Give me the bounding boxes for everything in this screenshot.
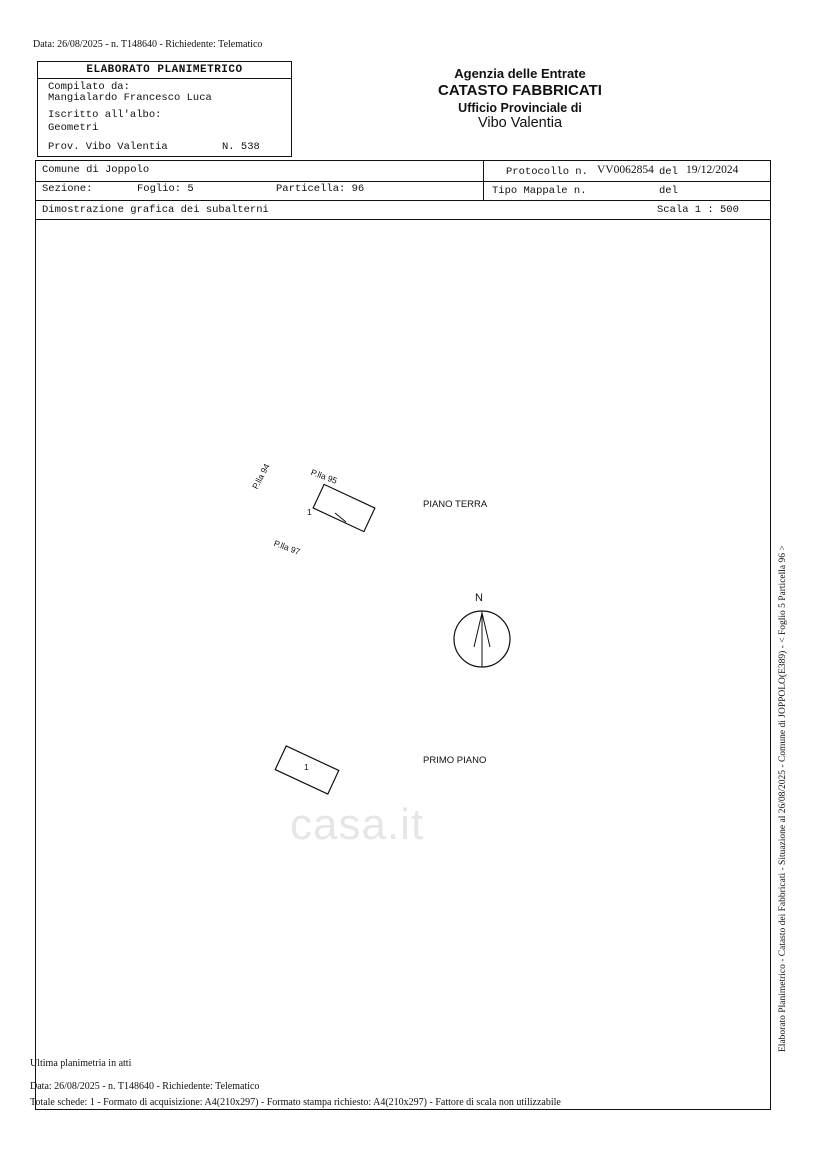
office-province: Vibo Valentia [477, 115, 563, 131]
agency-header: Agenzia delle Entrate CATASTO FABBRICATI… [380, 66, 660, 131]
registered-label: Iscritto all'albo: [48, 109, 162, 121]
first-floor-unit-number: 1 [304, 762, 309, 772]
ground-floor-unit-number: 1 [307, 507, 312, 517]
ground-floor-outline [312, 483, 376, 533]
profession: Geometri [48, 122, 99, 134]
footer-totals-line: Totale schede: 1 - Formato di acquisizio… [30, 1097, 561, 1108]
last-plan-note: Ultima planimetria in atti [30, 1058, 132, 1069]
document-title: ELABORATO PLANIMETRICO [38, 62, 291, 79]
plan-frame: Comune di Joppolo Sezione: Foglio: 5 Par… [35, 160, 771, 1110]
tipo-mappale-del-label: del [659, 185, 678, 197]
divider [36, 200, 770, 201]
section-title: Dimostrazione grafica dei subalterni [42, 204, 269, 216]
north-label: N [475, 592, 483, 604]
divider [36, 181, 770, 182]
registry-name: CATASTO FABBRICATI [438, 82, 602, 99]
office-name: Ufficio Provinciale di [458, 101, 582, 115]
sezione-label: Sezione: [42, 183, 93, 195]
request-header-line: Data: 26/08/2025 - n. T148640 - Richiede… [33, 39, 263, 50]
compiler-province: Prov. Vibo Valentia [48, 141, 168, 153]
scale: Scala 1 : 500 [657, 204, 739, 216]
side-reference-text: Elaborato Planimetrico - Catasto dei Fab… [778, 545, 788, 1052]
first-floor-label: PRIMO PIANO [423, 755, 487, 766]
tipo-mappale-label: Tipo Mappale n. [492, 185, 587, 197]
compiled-by-label: Compilato da: [48, 81, 130, 93]
particella: Particella: 96 [276, 183, 365, 195]
protocollo-value: VV0062854 [597, 164, 654, 176]
watermark-logo: casa.it [290, 800, 425, 849]
foglio: Foglio: 5 [137, 183, 194, 195]
ground-floor-label: PIANO TERRA [423, 499, 488, 510]
divider [36, 219, 770, 220]
plan-drawing [274, 483, 511, 795]
boundary-mark [334, 512, 347, 523]
compiler-name: Mangialardo Francesco Luca [48, 92, 212, 104]
comune: Comune di Joppolo [42, 164, 150, 176]
footer-date-line: Data: 26/08/2025 - n. T148640 - Richiede… [30, 1081, 260, 1092]
first-floor-outline [274, 745, 340, 795]
registration-number: N. 538 [222, 141, 260, 153]
north-arrow-icon [453, 610, 511, 668]
protocollo-label: Protocollo n. [506, 166, 588, 178]
protocollo-date: 19/12/2024 [686, 164, 739, 176]
agency-name: Agenzia delle Entrate [454, 66, 586, 81]
divider [483, 161, 484, 200]
protocollo-del-label: del [659, 166, 678, 178]
compiler-box: ELABORATO PLANIMETRICO Compilato da: Man… [37, 61, 292, 157]
